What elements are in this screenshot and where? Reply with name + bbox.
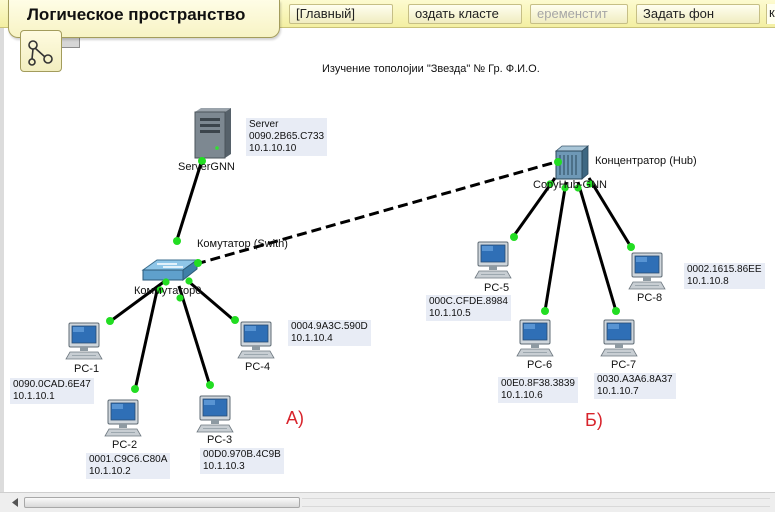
link-lights: [106, 157, 635, 393]
horizontal-scrollbar[interactable]: [0, 492, 775, 512]
cable-switch-hub: [195, 160, 557, 266]
cable-hub-pc8: [587, 177, 633, 248]
section-b-label: Б): [585, 410, 603, 430]
cable-switch-pc2: [133, 285, 160, 391]
topology-nav-icon[interactable]: [20, 30, 62, 72]
topology-drawing: [65, 108, 666, 437]
pc1-icon: [65, 322, 103, 360]
pc7-label: PC-7: [611, 359, 637, 371]
pc5-label: PC-5: [484, 282, 510, 294]
cable-hub-pc5: [511, 177, 557, 238]
pc6-label: PC-6: [527, 359, 553, 371]
switch-note: Комутатор (Swith): [197, 238, 288, 250]
section-a-label: А): [286, 408, 304, 428]
scroll-thumb[interactable]: [24, 497, 300, 508]
left-edge: [0, 28, 4, 492]
pc4-icon: [237, 321, 275, 359]
pc3-icon: [196, 395, 234, 433]
hub-note: Концентратор (Hub): [595, 155, 697, 167]
switch-icon: [141, 259, 199, 282]
canvas-title: Изучение тополоjии "Звезда" № Гр. Ф.И.О.: [322, 63, 540, 75]
pc8-icon: [628, 252, 666, 290]
pc8-label: PC-8: [637, 292, 663, 304]
pc7-icon: [600, 319, 638, 357]
pc5-icon: [474, 241, 512, 279]
cable-hub-pc7: [576, 181, 618, 312]
pc2-icon: [104, 399, 142, 437]
new-cluster-button[interactable]: оздать класте: [408, 4, 522, 24]
workspace-label[interactable]: Логическое пространство: [8, 0, 280, 38]
viewport-button[interactable]: к: [766, 4, 775, 24]
server-label: ServerGNN: [178, 161, 235, 173]
cable-hub-pc6: [543, 181, 568, 312]
root-button[interactable]: [Главный]: [289, 4, 393, 24]
cable-switch-pc1: [107, 279, 166, 325]
switch-label: Коммутатор0: [134, 285, 202, 297]
pc1-label: PC-1: [74, 363, 100, 375]
set-background-button[interactable]: Задать фон: [636, 4, 760, 24]
pc3-label: PC-3: [207, 434, 233, 446]
pc6-icon: [516, 319, 554, 357]
hub-label: CopyHub-GNN: [533, 179, 607, 191]
cable-server-switch: [174, 159, 204, 244]
pc2-label: PC-2: [112, 439, 138, 451]
server-icon: [194, 108, 231, 159]
scroll-track[interactable]: [302, 498, 770, 507]
server-note: Server 0090.2B65.C733 10.1.10.10: [246, 118, 328, 156]
cable-switch-pc3: [177, 285, 212, 387]
move-object-button[interactable]: еременстит: [530, 4, 628, 24]
logical-toolbar: [Главный] оздать класте еременстит Задат…: [0, 0, 775, 28]
workspace-canvas[interactable]: Изучение тополоjии "Звезда" № Гр. Ф.И.О.…: [0, 28, 775, 492]
pc4-label: PC-4: [245, 361, 271, 373]
cables: [107, 159, 633, 391]
cable-switch-pc4: [187, 279, 237, 324]
scroll-left-arrow-icon[interactable]: [8, 496, 21, 509]
